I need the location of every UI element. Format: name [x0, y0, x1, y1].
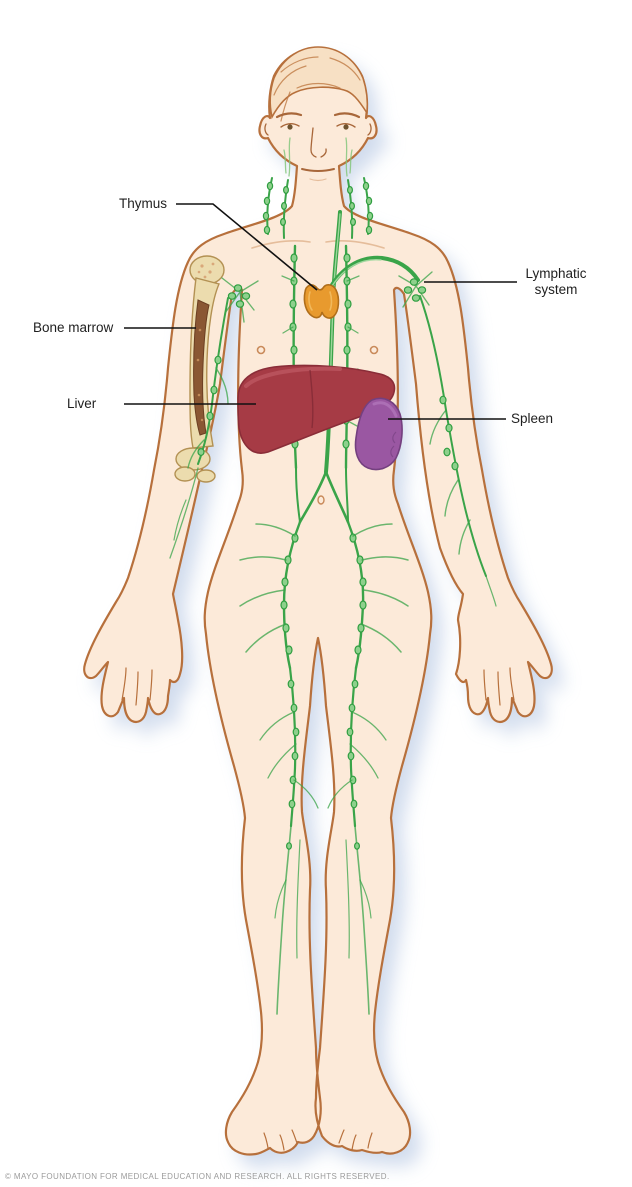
bone-marrow-illustration — [174, 255, 225, 483]
organs — [237, 284, 403, 471]
spleen-highlight — [372, 401, 398, 418]
hair — [269, 46, 369, 122]
label-spleen: Spleen — [511, 411, 554, 426]
thigh-node-chains — [259, 666, 387, 828]
label-lymphatic-system: Lymphatic system — [525, 266, 587, 297]
liver-highlight — [244, 366, 342, 388]
abdominal-lymph-trunks — [295, 467, 350, 524]
marrow-speckles — [196, 328, 204, 422]
label-liver: Liver — [67, 396, 97, 411]
axillary-node-clusters — [221, 271, 433, 323]
leader-lines — [124, 203, 517, 420]
right-arm-lymph-vessels — [419, 295, 497, 607]
spongy-bone-dots — [197, 262, 215, 279]
liver-ligament-line — [309, 369, 314, 429]
label-thymus: Thymus — [119, 196, 168, 211]
cervical-node-chains — [262, 177, 374, 239]
copyright-notice: © MAYO FOUNDATION FOR MEDICAL EDUCATION … — [5, 1172, 390, 1181]
face-details — [251, 112, 385, 505]
lower-leg-lymph-vessels — [274, 825, 372, 1015]
label-bone-marrow: Bone marrow — [33, 320, 114, 335]
spleen-notches — [390, 431, 397, 458]
hand-foot-details — [121, 667, 515, 1151]
thymus-highlight — [308, 291, 333, 311]
lymph-network — [169, 137, 497, 1015]
leader-line-thymus — [176, 203, 318, 291]
face-lymph-vessels — [283, 137, 353, 177]
pelvic-node-chains — [239, 520, 409, 670]
left-arm-lymph-vessels — [169, 297, 229, 559]
